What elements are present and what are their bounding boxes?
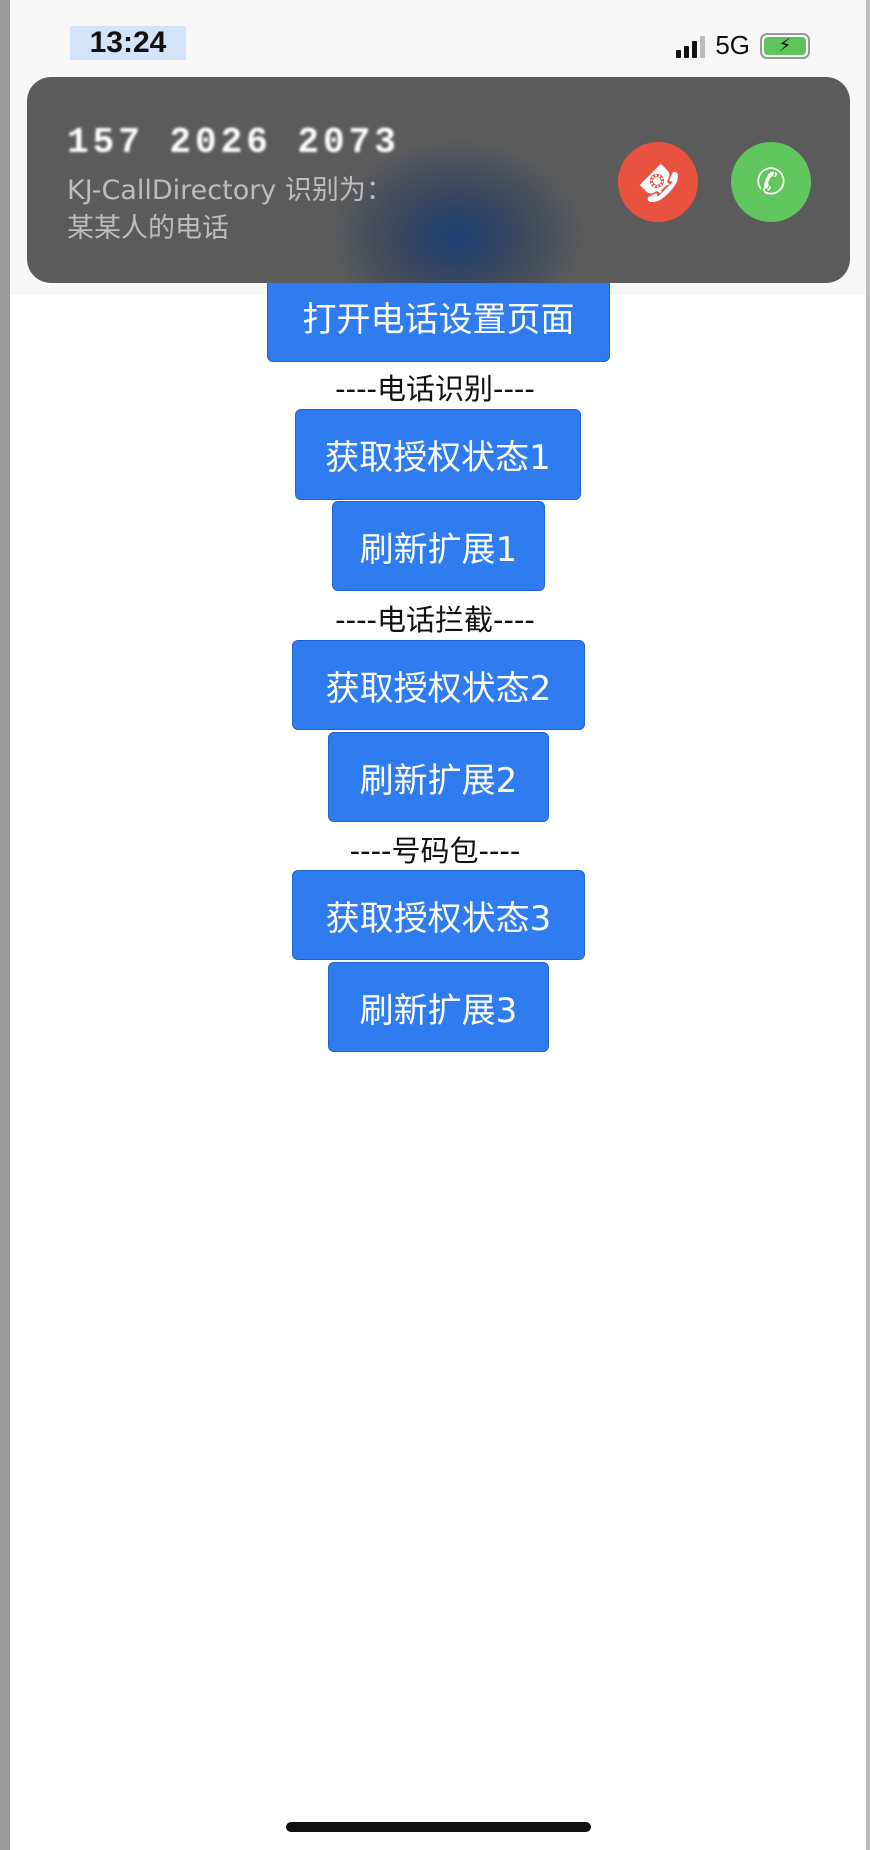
caller-id-caption: KJ-CallDirectory 识别为： — [67, 175, 393, 206]
refresh-extension-1-button[interactable]: 刷新扩展1 — [332, 501, 545, 591]
refresh-extension-3-button[interactable]: 刷新扩展3 — [328, 962, 549, 1052]
refresh-extension-2-button[interactable]: 刷新扩展2 — [328, 732, 549, 822]
section-identification: ----电话识别---- — [335, 372, 535, 406]
banner-blur — [327, 137, 587, 283]
caller-id-label: 某某人的电话 — [67, 213, 229, 244]
get-auth-status-2-button[interactable]: 获取授权状态2 — [292, 640, 585, 730]
signal-icon — [676, 34, 706, 58]
charging-icon: ⚡ — [764, 36, 806, 55]
battery-icon: ⚡ — [760, 32, 810, 59]
phone-icon: ✆ — [755, 161, 787, 203]
status-time: 13:24 — [70, 26, 186, 60]
decline-call-button[interactable]: ☎ — [618, 142, 698, 222]
right-edge — [866, 0, 870, 1850]
section-number-pack: ----号码包---- — [349, 834, 521, 868]
home-indicator[interactable] — [286, 1822, 591, 1832]
get-auth-status-1-button[interactable]: 获取授权状态1 — [295, 409, 581, 500]
open-phone-settings-button[interactable]: 打开电话设置页面 — [267, 270, 610, 362]
caller-number: 157 2026 2073 — [67, 122, 400, 163]
caller-id-text: KJ-CallDirectory 识别为： 某某人的电话 — [67, 172, 393, 248]
incoming-call-banner[interactable]: 157 2026 2073 KJ-CallDirectory 识别为： 某某人的… — [27, 77, 850, 283]
status-indicators: 5G ⚡ — [676, 30, 810, 61]
left-edge — [0, 0, 10, 1850]
hang-up-icon: ☎ — [627, 151, 689, 213]
section-blocking: ----电话拦截---- — [335, 603, 535, 637]
network-type: 5G — [715, 30, 750, 60]
get-auth-status-3-button[interactable]: 获取授权状态3 — [292, 870, 585, 960]
accept-call-button[interactable]: ✆ — [731, 142, 811, 222]
